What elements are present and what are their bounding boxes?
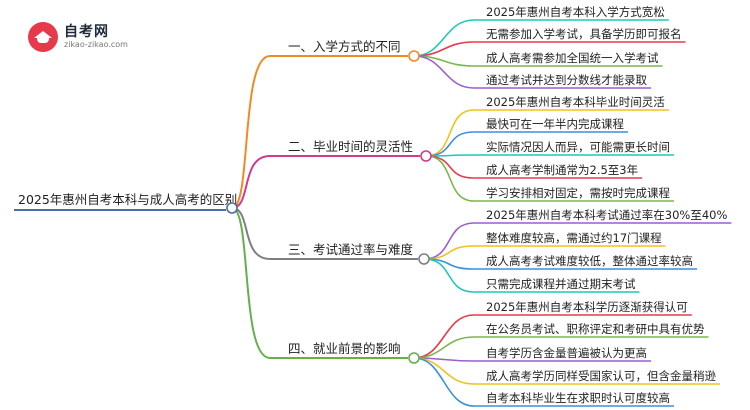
branch-node: 一、入学方式的不同	[288, 39, 401, 54]
branch-collapse-handle[interactable]	[420, 150, 432, 162]
leaf-node: 只需完成课程并通过期末考试	[486, 277, 636, 291]
branch-connector	[231, 207, 271, 359]
leaf-connector	[425, 155, 475, 179]
leaf-connector	[413, 357, 475, 407]
leaf-node: 整体难度较高，需通过约17门课程	[486, 231, 662, 245]
leaf-node: 2025年惠州自考本科入学方式宽松	[486, 5, 665, 19]
leaf-node: 自考学历含金量普遍被认为更高	[486, 346, 647, 360]
leaf-connector	[413, 357, 475, 385]
leaf-connector	[423, 222, 475, 260]
root-collapse-handle[interactable]	[226, 202, 238, 214]
leaf-connector	[425, 155, 475, 202]
leaf-node: 实际情况因人而异，可能需更长时间	[486, 140, 670, 154]
branch-collapse-handle[interactable]	[408, 50, 420, 62]
leaf-node: 成人高考考试难度较低，整体通过率较高	[486, 254, 693, 268]
logo-title: 自考网	[64, 24, 109, 40]
leaf-connector	[423, 258, 475, 293]
leaf-node: 2025年惠州自考本科学历逐渐获得认可	[486, 300, 688, 314]
leaf-connector	[413, 55, 475, 89]
leaf-connector	[425, 131, 475, 157]
leaf-node: 2025年惠州自考本科毕业时间灵活	[486, 95, 665, 109]
leaf-node: 成人高考学历同样受国家认可，但含金量稍逊	[486, 369, 716, 383]
branch-collapse-handle[interactable]	[418, 253, 430, 265]
leaf-node: 自考本科毕业生在求职时认可度较高	[486, 391, 670, 405]
leaf-connector	[413, 336, 475, 359]
leaf-node: 学习安排相对固定，需按时完成课程	[486, 186, 670, 200]
logo-url: zikao-zikao.com	[64, 40, 128, 49]
branch-collapse-handle[interactable]	[408, 352, 420, 364]
leaf-node: 成人高考学制通常为2.5至3年	[486, 163, 638, 177]
site-logo: 自考网 zikao-zikao.com	[28, 20, 188, 52]
leaf-node: 成人高考需参加全国统一入学考试	[486, 51, 659, 65]
leaf-connector	[413, 19, 475, 57]
branch-node: 四、就业前景的影响	[288, 341, 401, 356]
leaf-node: 在公务员考试、职称评定和考研中具有优势	[486, 322, 705, 336]
root-node: 2025年惠州自考本科与成人高考的区别	[18, 192, 237, 207]
leaf-node: 无需参加入学考试，具备学历即可报名	[486, 27, 682, 41]
leaf-connector	[423, 245, 475, 260]
leaf-node: 最快可在一年半内完成课程	[486, 117, 624, 131]
graduation-cap-icon	[28, 22, 58, 52]
leaf-connector	[413, 314, 475, 359]
branch-node: 三、考试通过率与难度	[288, 242, 414, 257]
branch-node: 二、毕业时间的灵活性	[288, 139, 413, 154]
leaf-node: 2025年惠州自考本科考试通过率在30%至40%	[486, 208, 727, 222]
branch-connector	[231, 55, 271, 209]
leaf-node: 通过考试并达到分数线才能录取	[486, 73, 647, 87]
